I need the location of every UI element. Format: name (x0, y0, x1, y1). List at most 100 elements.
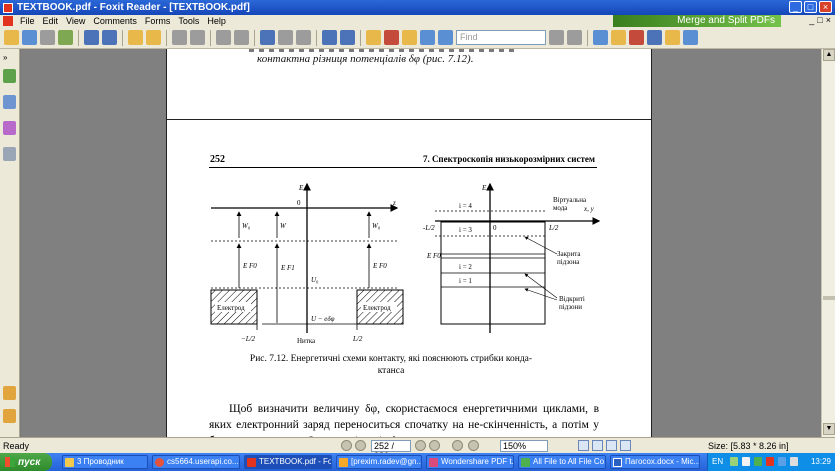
u0-label: U₀ (311, 276, 319, 284)
document-view[interactable]: контактна різниця потенціалів δφ (рис. 7… (21, 49, 821, 437)
scroll-up-arrow[interactable]: ▲ (823, 49, 835, 61)
single-page-view-icon[interactable] (578, 440, 589, 451)
tray-network-icon[interactable] (730, 457, 738, 466)
bookmarks-panel-icon[interactable] (3, 95, 16, 109)
maximize-button[interactable]: □ (804, 1, 817, 13)
select-tool-icon[interactable] (402, 30, 417, 45)
last-page-button[interactable] (429, 440, 440, 451)
scroll-up-icon[interactable] (84, 30, 99, 45)
typewriter-icon[interactable] (593, 30, 608, 45)
i4-label: i = 4 (459, 202, 472, 210)
text-select-icon[interactable] (420, 30, 435, 45)
taskbar-item-foxit[interactable]: TEXTBOOK.pdf - Fo... (244, 455, 332, 469)
right-minus-l2-label: -L/2 (423, 224, 435, 232)
wondershare-icon (429, 458, 438, 467)
zoom-in-icon[interactable] (260, 30, 275, 45)
continuous-facing-view-icon[interactable] (620, 440, 631, 451)
taskbar-item-wondershare[interactable]: Wondershare PDF t... (426, 455, 514, 469)
annotations-panel-icon[interactable] (3, 121, 16, 135)
facing-view-icon[interactable] (606, 440, 617, 451)
comment-icon[interactable] (665, 30, 680, 45)
snapshot-icon[interactable] (384, 30, 399, 45)
zoom-select[interactable]: 150% (500, 440, 548, 452)
doc-close-button[interactable]: × (825, 15, 831, 25)
attachments-panel-icon[interactable] (3, 386, 16, 400)
fit-page-icon[interactable] (278, 30, 293, 45)
back-view-button[interactable] (452, 440, 463, 451)
save-icon[interactable] (22, 30, 37, 45)
find-previous-icon[interactable] (549, 30, 564, 45)
merge-split-banner[interactable]: Merge and Split PDFs (613, 15, 781, 27)
sidebar-expand-icon[interactable]: » (3, 53, 13, 62)
taskbar-item-converter[interactable]: All File to All File Co... (518, 455, 606, 469)
tray-update-icon[interactable] (778, 457, 786, 466)
tray-signal-icon[interactable] (754, 457, 762, 466)
email-icon[interactable] (58, 30, 73, 45)
scroll-down-arrow[interactable]: ▼ (823, 423, 835, 435)
page-size-label: Size: [5.83 * 8.26 in] (708, 441, 789, 451)
tray-volume-icon[interactable] (742, 457, 750, 466)
print-icon[interactable] (40, 30, 55, 45)
menu-tools[interactable]: Tools (178, 16, 200, 26)
taskbar-item-word[interactable]: Пагосох.docx - Mic... (610, 455, 700, 469)
page-number-input[interactable]: 252 / 380 (371, 440, 411, 461)
previous-page-button[interactable] (355, 440, 366, 451)
signatures-panel-icon[interactable] (3, 409, 16, 423)
menu-comments[interactable]: Comments (93, 16, 137, 26)
image-select-icon[interactable] (438, 30, 453, 45)
navigation-sidebar: » (0, 49, 20, 437)
start-button[interactable]: пуск (0, 453, 52, 471)
previous-page-text: контактна різниця потенціалів δφ (рис. 7… (257, 53, 474, 65)
mail-icon (339, 458, 348, 467)
continuous-view-icon[interactable] (592, 440, 603, 451)
menu-help[interactable]: Help (207, 16, 226, 26)
zoom-plus-icon[interactable] (340, 30, 355, 45)
menu-view[interactable]: View (66, 16, 86, 26)
hand-tool-icon[interactable] (366, 30, 381, 45)
doc-minimize-button[interactable]: _ (809, 15, 815, 25)
document-icon (3, 16, 13, 26)
tray-app-icon[interactable] (766, 457, 774, 466)
close-button[interactable]: × (819, 1, 832, 13)
status-bar: Ready 252 / 380 150% Size: [5.83 * 8.26 … (0, 437, 835, 461)
foxit-task-icon (247, 458, 256, 467)
folder-icon (65, 458, 74, 467)
zoom-out-icon[interactable] (322, 30, 337, 45)
next-view-icon[interactable] (146, 30, 161, 45)
minimize-button[interactable]: _ (789, 1, 802, 13)
find-next-icon[interactable] (567, 30, 582, 45)
i2-label: i = 2 (459, 263, 472, 271)
taskbar-item-explorer[interactable]: 3 Проводник (62, 455, 148, 469)
single-page-icon[interactable] (172, 30, 187, 45)
open-icon[interactable] (4, 30, 19, 45)
menu-edit[interactable]: Edit (42, 16, 59, 26)
pages-panel-icon[interactable] (3, 69, 16, 83)
doc-restore-button[interactable]: □ (817, 15, 823, 25)
vertical-scrollbar[interactable]: ▲ ▼ (821, 49, 835, 437)
menu-forms[interactable]: Forms (144, 16, 171, 26)
undo-icon[interactable] (216, 30, 231, 45)
taskbar-item-chrome[interactable]: cs5664.userapi.co... (152, 455, 240, 469)
highlight-icon[interactable] (629, 30, 644, 45)
layers-panel-icon[interactable] (3, 147, 16, 161)
arrow-tool-icon[interactable] (683, 30, 698, 45)
next-page-button[interactable] (415, 440, 426, 451)
previous-view-icon[interactable] (128, 30, 143, 45)
note-icon[interactable] (611, 30, 626, 45)
stamp-icon[interactable] (647, 30, 662, 45)
menu-file[interactable]: File (20, 16, 35, 26)
forward-view-button[interactable] (468, 440, 479, 451)
first-page-button[interactable] (341, 440, 352, 451)
clock: 13:29 (810, 457, 831, 466)
language-indicator[interactable]: EN (712, 457, 724, 466)
tray-misc-icon[interactable] (790, 457, 798, 466)
right-plus-l2-label: L/2 (548, 224, 559, 232)
find-input[interactable]: Find (456, 30, 546, 45)
scroll-down-icon[interactable] (102, 30, 117, 45)
taskbar-item-mail[interactable]: [prexim.radev@gn... (336, 455, 422, 469)
fit-width-icon[interactable] (296, 30, 311, 45)
continuous-page-icon[interactable] (190, 30, 205, 45)
closed-subband-label-2: підзона (557, 258, 580, 266)
redo-icon[interactable] (234, 30, 249, 45)
scroll-thumb[interactable] (823, 296, 835, 300)
